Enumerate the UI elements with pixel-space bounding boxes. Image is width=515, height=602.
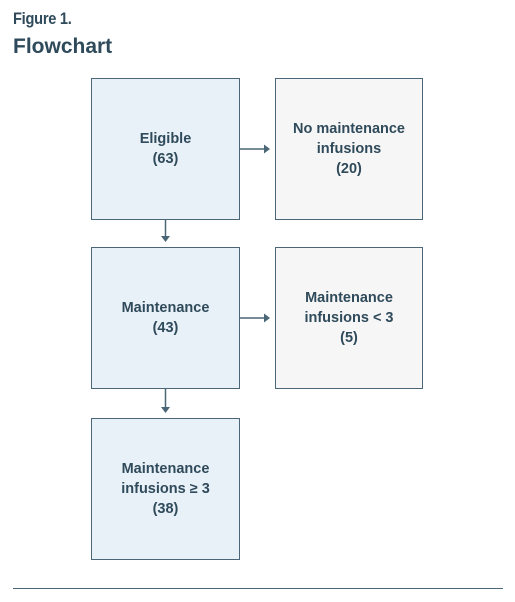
- node-maintenance-lt3-line-1: Maintenance: [305, 290, 393, 306]
- bottom-divider: [13, 588, 503, 589]
- figure-label: Figure 1.: [13, 9, 72, 28]
- node-no-maintenance-line-2: infusions: [316, 141, 382, 157]
- node-no-maintenance-line-1: No maintenance: [293, 121, 405, 137]
- node-maintenance: Maintenance (43): [91, 247, 240, 389]
- node-maintenance-ge3-line-3: (38): [152, 501, 179, 517]
- node-maintenance-line-1: Maintenance: [121, 300, 210, 316]
- node-maintenance-ge3-line-1: Maintenance: [121, 461, 210, 477]
- node-maintenance-ge3: Maintenance infusions ≥ 3 (38): [91, 418, 240, 560]
- node-eligible: Eligible (63): [91, 78, 240, 220]
- arrowhead-icon: [161, 236, 170, 242]
- node-maintenance-lt3-line-3: (5): [340, 330, 358, 346]
- node-maintenance-ge3-line-2: infusions ≥ 3: [121, 481, 210, 497]
- node-maintenance-lt3-line-2: infusions < 3: [304, 310, 394, 326]
- arrowhead-icon: [264, 144, 270, 154]
- node-eligible-line-2: (63): [152, 151, 179, 167]
- figure-title: Flowchart: [13, 35, 113, 58]
- arrowhead-icon: [264, 313, 270, 323]
- node-no-maintenance: No maintenance infusions (20): [275, 78, 423, 220]
- node-maintenance-line-2: (43): [152, 320, 179, 336]
- node-eligible-line-1: Eligible: [139, 131, 192, 147]
- node-maintenance-lt3: Maintenance infusions < 3 (5): [275, 247, 423, 389]
- arrowhead-icon: [161, 407, 170, 413]
- node-no-maintenance-line-3: (20): [336, 161, 362, 177]
